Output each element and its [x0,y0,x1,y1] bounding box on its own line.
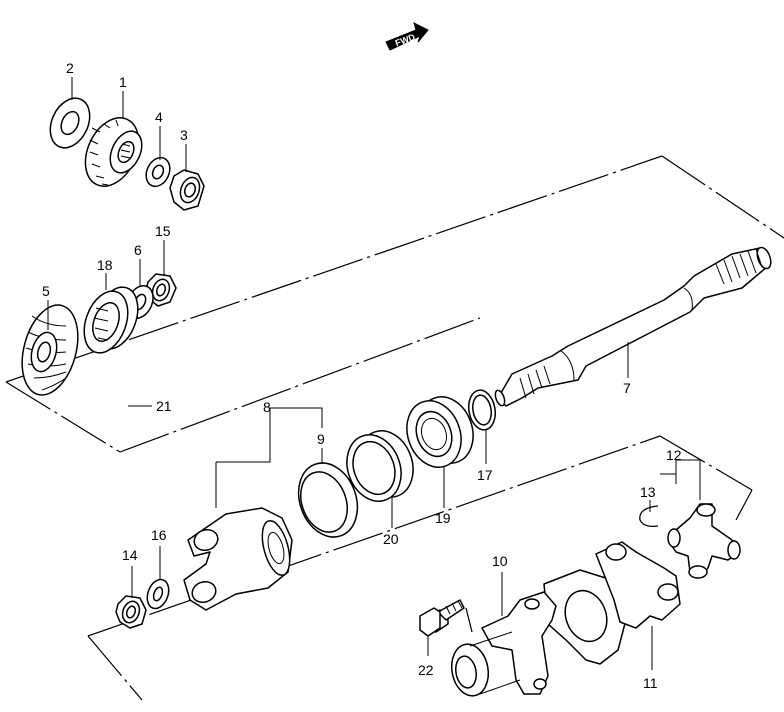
callout-11: 11 [643,675,658,691]
part-21-clip [90,375,129,408]
part-12-spider [667,503,741,579]
part-7-drive-shaft [494,246,772,407]
part-14-nut [115,595,147,629]
part-13-circlip [639,505,659,528]
callout-9: 9 [317,431,325,447]
part-1-bevel-gear [84,117,143,187]
part-9-seal [297,462,359,538]
lower-frame-lines [87,435,753,701]
part-11-flange-yoke [543,541,681,665]
callout-8: 8 [263,399,271,415]
part-4-washer [145,156,171,188]
part-8-yoke [183,507,293,611]
part-17-ring [467,389,497,431]
callout-18: 18 [97,257,113,273]
fwd-arrow-icon [385,22,429,51]
callout-16: 16 [151,527,167,543]
part-10-flange [450,591,557,697]
fwd-label: FWD [394,32,417,49]
callout-20: 20 [383,531,399,547]
part-19-bearing [406,396,474,468]
part-3-nut [169,169,205,211]
leader-lines [47,77,701,670]
callout-13: 13 [640,484,656,500]
callout-10: 10 [492,553,508,569]
callout-22: 22 [418,662,434,678]
callout-labels: 2 1 4 3 15 6 18 5 21 7 8 9 17 19 20 16 1… [42,60,682,691]
callout-6: 6 [134,242,142,258]
part-22-bolt [419,599,465,637]
callout-12: 12 [666,447,682,463]
callout-1: 1 [119,74,127,90]
part-20-seal [346,430,414,502]
part-2-washer [49,97,91,149]
part-16-washer [146,578,170,610]
callout-3: 3 [180,127,188,143]
callout-4: 4 [155,109,163,125]
callout-2: 2 [66,60,74,76]
callout-19: 19 [435,510,451,526]
part-18-bearing [83,286,139,354]
callout-5: 5 [42,283,50,299]
callout-15: 15 [155,223,171,239]
callout-14: 14 [122,547,138,563]
part-5-bevel-gear [21,304,79,396]
callout-21: 21 [156,398,172,414]
fwd-direction-marker: FWD [385,22,429,51]
callout-7: 7 [623,380,631,396]
callout-17: 17 [477,467,493,483]
